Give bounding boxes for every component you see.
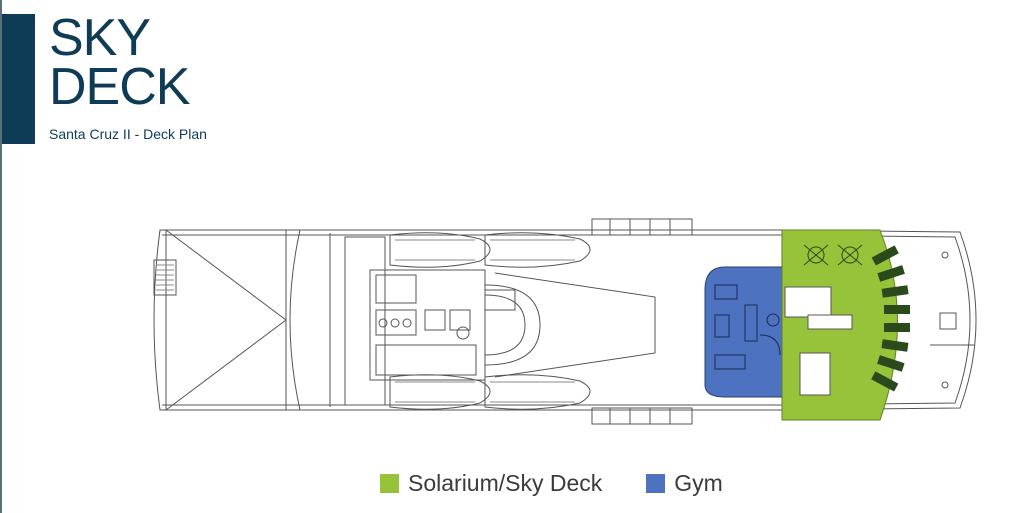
hull-inner-line <box>162 234 971 406</box>
legend: Solarium/Sky Deck Gym <box>380 470 767 497</box>
title-line-1: SKY <box>49 9 151 67</box>
legend-item-gym: Gym <box>646 470 723 497</box>
page-title: SKY DECK <box>49 9 190 116</box>
lounge-tables <box>803 244 863 266</box>
rail-bottom <box>591 407 693 425</box>
lifeboats-top <box>389 232 591 268</box>
bow-fittings <box>930 251 975 389</box>
legend-item-solarium: Solarium/Sky Deck <box>380 470 602 497</box>
title-accent-bar <box>2 14 35 144</box>
bulkhead-curve <box>289 229 301 411</box>
legend-label-gym: Gym <box>674 470 723 496</box>
legend-label-solarium: Solarium/Sky Deck <box>408 470 603 496</box>
deck-house <box>344 236 386 406</box>
deck-plan-diagram <box>153 218 977 425</box>
gym-equipment <box>714 284 781 370</box>
stern-deck <box>165 229 287 411</box>
left-border <box>0 0 2 513</box>
legend-swatch-gym <box>646 474 666 493</box>
legend-swatch-solarium <box>380 474 399 493</box>
gym-area <box>704 266 783 398</box>
page-subtitle: Santa Cruz II - Deck Plan <box>49 126 207 142</box>
solarium-fixtures <box>784 286 853 396</box>
title-line-2: DECK <box>49 58 190 116</box>
galley-block <box>369 269 486 381</box>
rail-top <box>591 218 693 236</box>
stern-stairs <box>153 259 177 296</box>
semicircle-area <box>484 284 541 366</box>
awning-outline <box>494 272 656 378</box>
sun-loungers <box>871 245 910 392</box>
